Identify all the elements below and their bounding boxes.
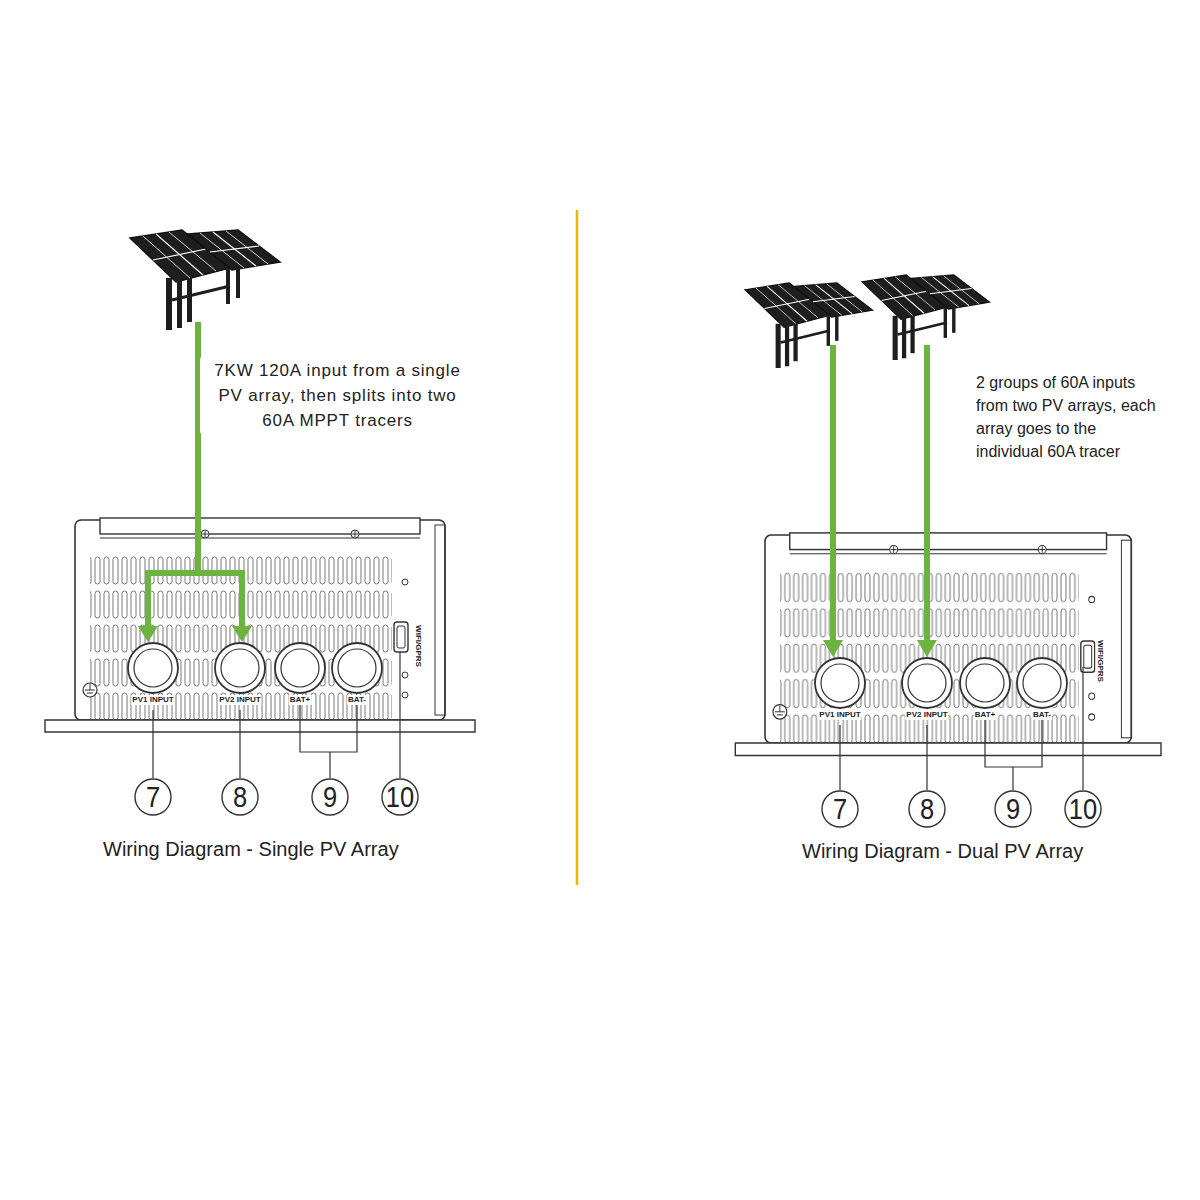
terminal-ring — [331, 642, 383, 694]
divider — [576, 210, 579, 885]
terminal: BAT- — [1016, 657, 1068, 723]
annotation: 2 groups of 60A inputs from two PV array… — [976, 371, 1166, 463]
pv-wires — [148, 322, 927, 646]
terminal-ring — [127, 642, 179, 694]
terminal: BAT+ — [274, 642, 326, 708]
solar-array — [130, 230, 280, 330]
callout-number: 7 — [146, 782, 160, 812]
terminal: PV2 INPUT — [901, 657, 953, 723]
terminal: PV1 INPUT — [127, 642, 179, 708]
callout-circles — [135, 779, 1101, 827]
terminal-label: PV1 INPUT — [818, 710, 861, 720]
terminal-ring — [814, 657, 866, 709]
callout-number: 7 — [833, 794, 847, 824]
callout-number: 8 — [920, 794, 934, 824]
solar-array — [745, 283, 873, 368]
terminal-ring — [274, 642, 326, 694]
terminal-label: PV2 INPUT — [218, 695, 261, 705]
terminal: BAT+ — [959, 657, 1011, 723]
terminal-label: PV1 INPUT — [131, 695, 174, 705]
terminal-label: BAT+ — [289, 695, 312, 705]
terminal-label: BAT- — [1032, 710, 1052, 720]
terminal-label: BAT- — [347, 695, 367, 705]
port-label: WIFI/GPRS — [414, 624, 423, 668]
terminal-label: PV2 INPUT — [905, 710, 948, 720]
callout-number: 8 — [233, 782, 247, 812]
terminal-label: BAT+ — [974, 710, 997, 720]
port-label: WIFI/GPRS — [1096, 639, 1105, 683]
terminal: PV1 INPUT — [814, 657, 866, 723]
inverter-housing — [735, 533, 1161, 756]
terminal: PV2 INPUT — [214, 642, 266, 708]
caption: Wiring Diagram - Single PV Array — [103, 837, 433, 861]
inverter: WIFI/GPRS PV1 INPUT PV2 INPUT BAT+ BAT- — [765, 535, 1131, 743]
inverter: WIFI/GPRS PV1 INPUT PV2 INPUT BAT+ BAT- — [75, 520, 445, 720]
terminal-ring — [901, 657, 953, 709]
terminal: BAT- — [331, 642, 383, 708]
callout-number: 9 — [323, 782, 337, 812]
caption: Wiring Diagram - Dual PV Array — [802, 839, 1122, 863]
annotation: 7KW 120A input from a single PV array, t… — [200, 358, 475, 433]
terminal-ring — [959, 657, 1011, 709]
terminal-ring — [214, 642, 266, 694]
callout-number: 9 — [1006, 794, 1020, 824]
callout-number: 10 — [386, 782, 414, 812]
callout-number: 10 — [1069, 794, 1097, 824]
inverter-housing — [45, 518, 475, 732]
terminal-ring — [1016, 657, 1068, 709]
